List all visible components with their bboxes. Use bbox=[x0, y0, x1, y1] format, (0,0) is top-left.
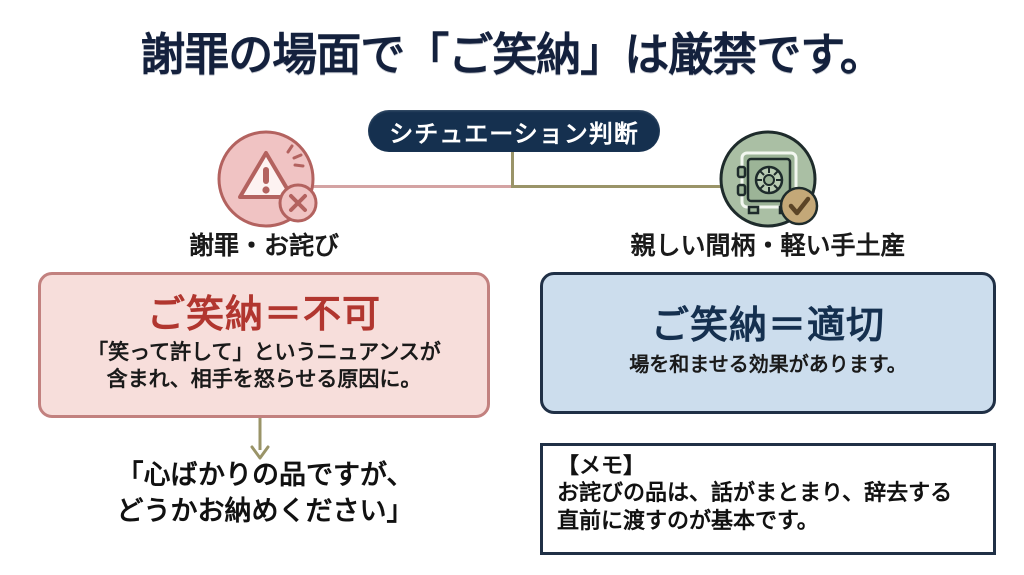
memo-body: お詫びの品は、話がまとまり、辞去する 直前に渡すのが基本です。 bbox=[557, 479, 981, 534]
connector-horizontal-right bbox=[511, 185, 726, 188]
recommended-phrase-line1: 「心ばかりの品ですが、 bbox=[116, 460, 414, 490]
card-inappropriate: ご笑納＝不可 「笑って許して」というニュアンスが 含まれ、相手を怒らせる原因に。 bbox=[38, 272, 490, 418]
card-appropriate-body-line1: 場を和ませる効果があります。 bbox=[629, 354, 907, 377]
downward-arrow-icon bbox=[248, 418, 272, 460]
column-caption-right: 親しい間柄・軽い手土産 bbox=[630, 232, 906, 260]
memo-body-line2: 直前に渡すのが基本です。 bbox=[557, 508, 819, 534]
card-inappropriate-heading: ご笑納＝不可 bbox=[146, 294, 381, 337]
memo-title: 【メモ】 bbox=[557, 453, 646, 478]
safe-vault-icon bbox=[718, 129, 822, 233]
situation-badge-label: シチュエーション判断 bbox=[389, 120, 639, 148]
safe-vault-svg bbox=[719, 130, 819, 228]
card-inappropriate-body-line1: 「笑って許して」というニュアンスが bbox=[87, 341, 441, 365]
card-inappropriate-body-line2: 含まれ、相手を怒らせる原因に。 bbox=[106, 367, 422, 391]
recommended-phrase-quote: 「心ばかりの品ですが、 どうかお納めください」 bbox=[30, 458, 500, 529]
memo-box: 【メモ】 お詫びの品は、話がまとまり、辞去する 直前に渡すのが基本です。 bbox=[540, 443, 996, 555]
cross-mark-icon bbox=[289, 194, 307, 212]
check-mark-icon bbox=[788, 196, 811, 216]
connector-vertical bbox=[511, 152, 514, 188]
column-caption-left: 謝罪・お詫び bbox=[188, 232, 339, 260]
situation-badge: シチュエーション判断 bbox=[368, 110, 660, 152]
card-inappropriate-body: 「笑って許して」というニュアンスが 含まれ、相手を怒らせる原因に。 bbox=[87, 340, 441, 394]
downward-arrow-svg bbox=[250, 418, 270, 460]
warning-triangle-svg bbox=[217, 130, 318, 228]
card-appropriate: ご笑納＝適切 場を和ませる効果があります。 bbox=[540, 272, 996, 414]
warning-triangle-icon bbox=[216, 129, 320, 233]
page-title: 謝罪の場面で「ご笑納」は厳禁です。 bbox=[140, 29, 885, 80]
connector-horizontal-left bbox=[300, 185, 512, 188]
card-appropriate-body: 場を和ませる効果があります。 bbox=[629, 353, 906, 379]
card-appropriate-heading: ご笑納＝適切 bbox=[650, 305, 885, 348]
memo-body-line1: お詫びの品は、話がまとまり、辞去する bbox=[557, 480, 953, 506]
recommended-phrase-line2: どうかお納めください」 bbox=[116, 495, 414, 526]
